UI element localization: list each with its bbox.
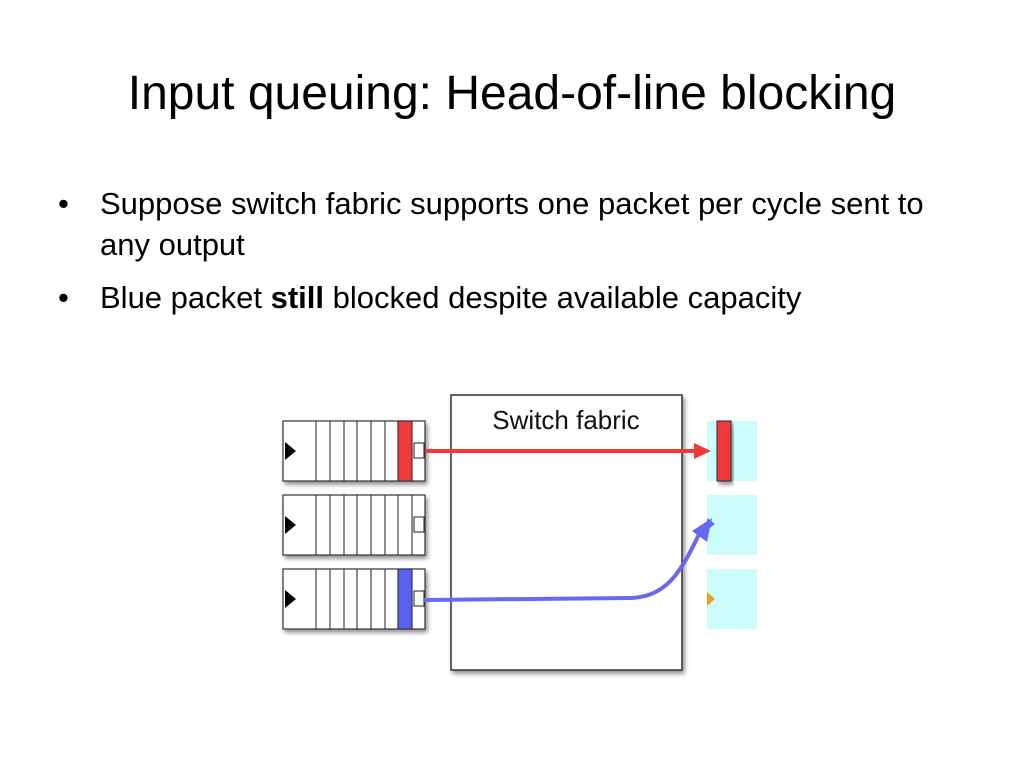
queue-port — [413, 590, 425, 607]
bullet-item-1: • Suppose switch fabric supports one pac… — [58, 183, 978, 265]
output-port-1 — [707, 421, 757, 481]
red-connection-arrow — [425, 443, 711, 459]
bullet-text: Suppose switch fabric supports one packe… — [100, 186, 924, 262]
input-arrow-icon — [285, 590, 296, 608]
arrowhead-icon — [694, 443, 711, 459]
bullet-item-2: • Blue packet still blocked despite avail… — [58, 277, 978, 318]
output-port-2 — [707, 495, 757, 555]
queue-port — [413, 442, 425, 459]
input-queue-3 — [282, 568, 426, 630]
output-packet-red — [716, 420, 732, 482]
head-packet-blue — [397, 568, 413, 630]
bullet-text-before: Blue packet — [100, 280, 271, 315]
input-arrow-icon — [285, 442, 296, 460]
head-packet-red — [397, 420, 413, 482]
blue-connection-arrow — [423, 518, 712, 602]
input-queue-2 — [282, 494, 426, 556]
bullet-list: • Suppose switch fabric supports one pac… — [58, 183, 978, 330]
bullet-text-bold: still — [270, 280, 325, 315]
switch-fabric-label: Switch fabric — [492, 405, 639, 435]
output-port-3 — [707, 569, 757, 629]
bullet-marker: • — [58, 280, 69, 315]
queue-slots — [315, 495, 413, 555]
input-queue-1 — [282, 420, 426, 482]
bullet-text-after: blocked despite available capacity — [324, 280, 802, 315]
switch-fabric-box — [450, 394, 683, 671]
arrowhead-icon — [692, 518, 712, 542]
output-arrow-icon — [707, 592, 715, 606]
slide-title: Input queuing: Head-of-line blocking — [127, 67, 897, 120]
queue-port — [413, 516, 425, 533]
bullet-marker: • — [58, 186, 69, 221]
input-arrow-icon — [285, 516, 296, 534]
